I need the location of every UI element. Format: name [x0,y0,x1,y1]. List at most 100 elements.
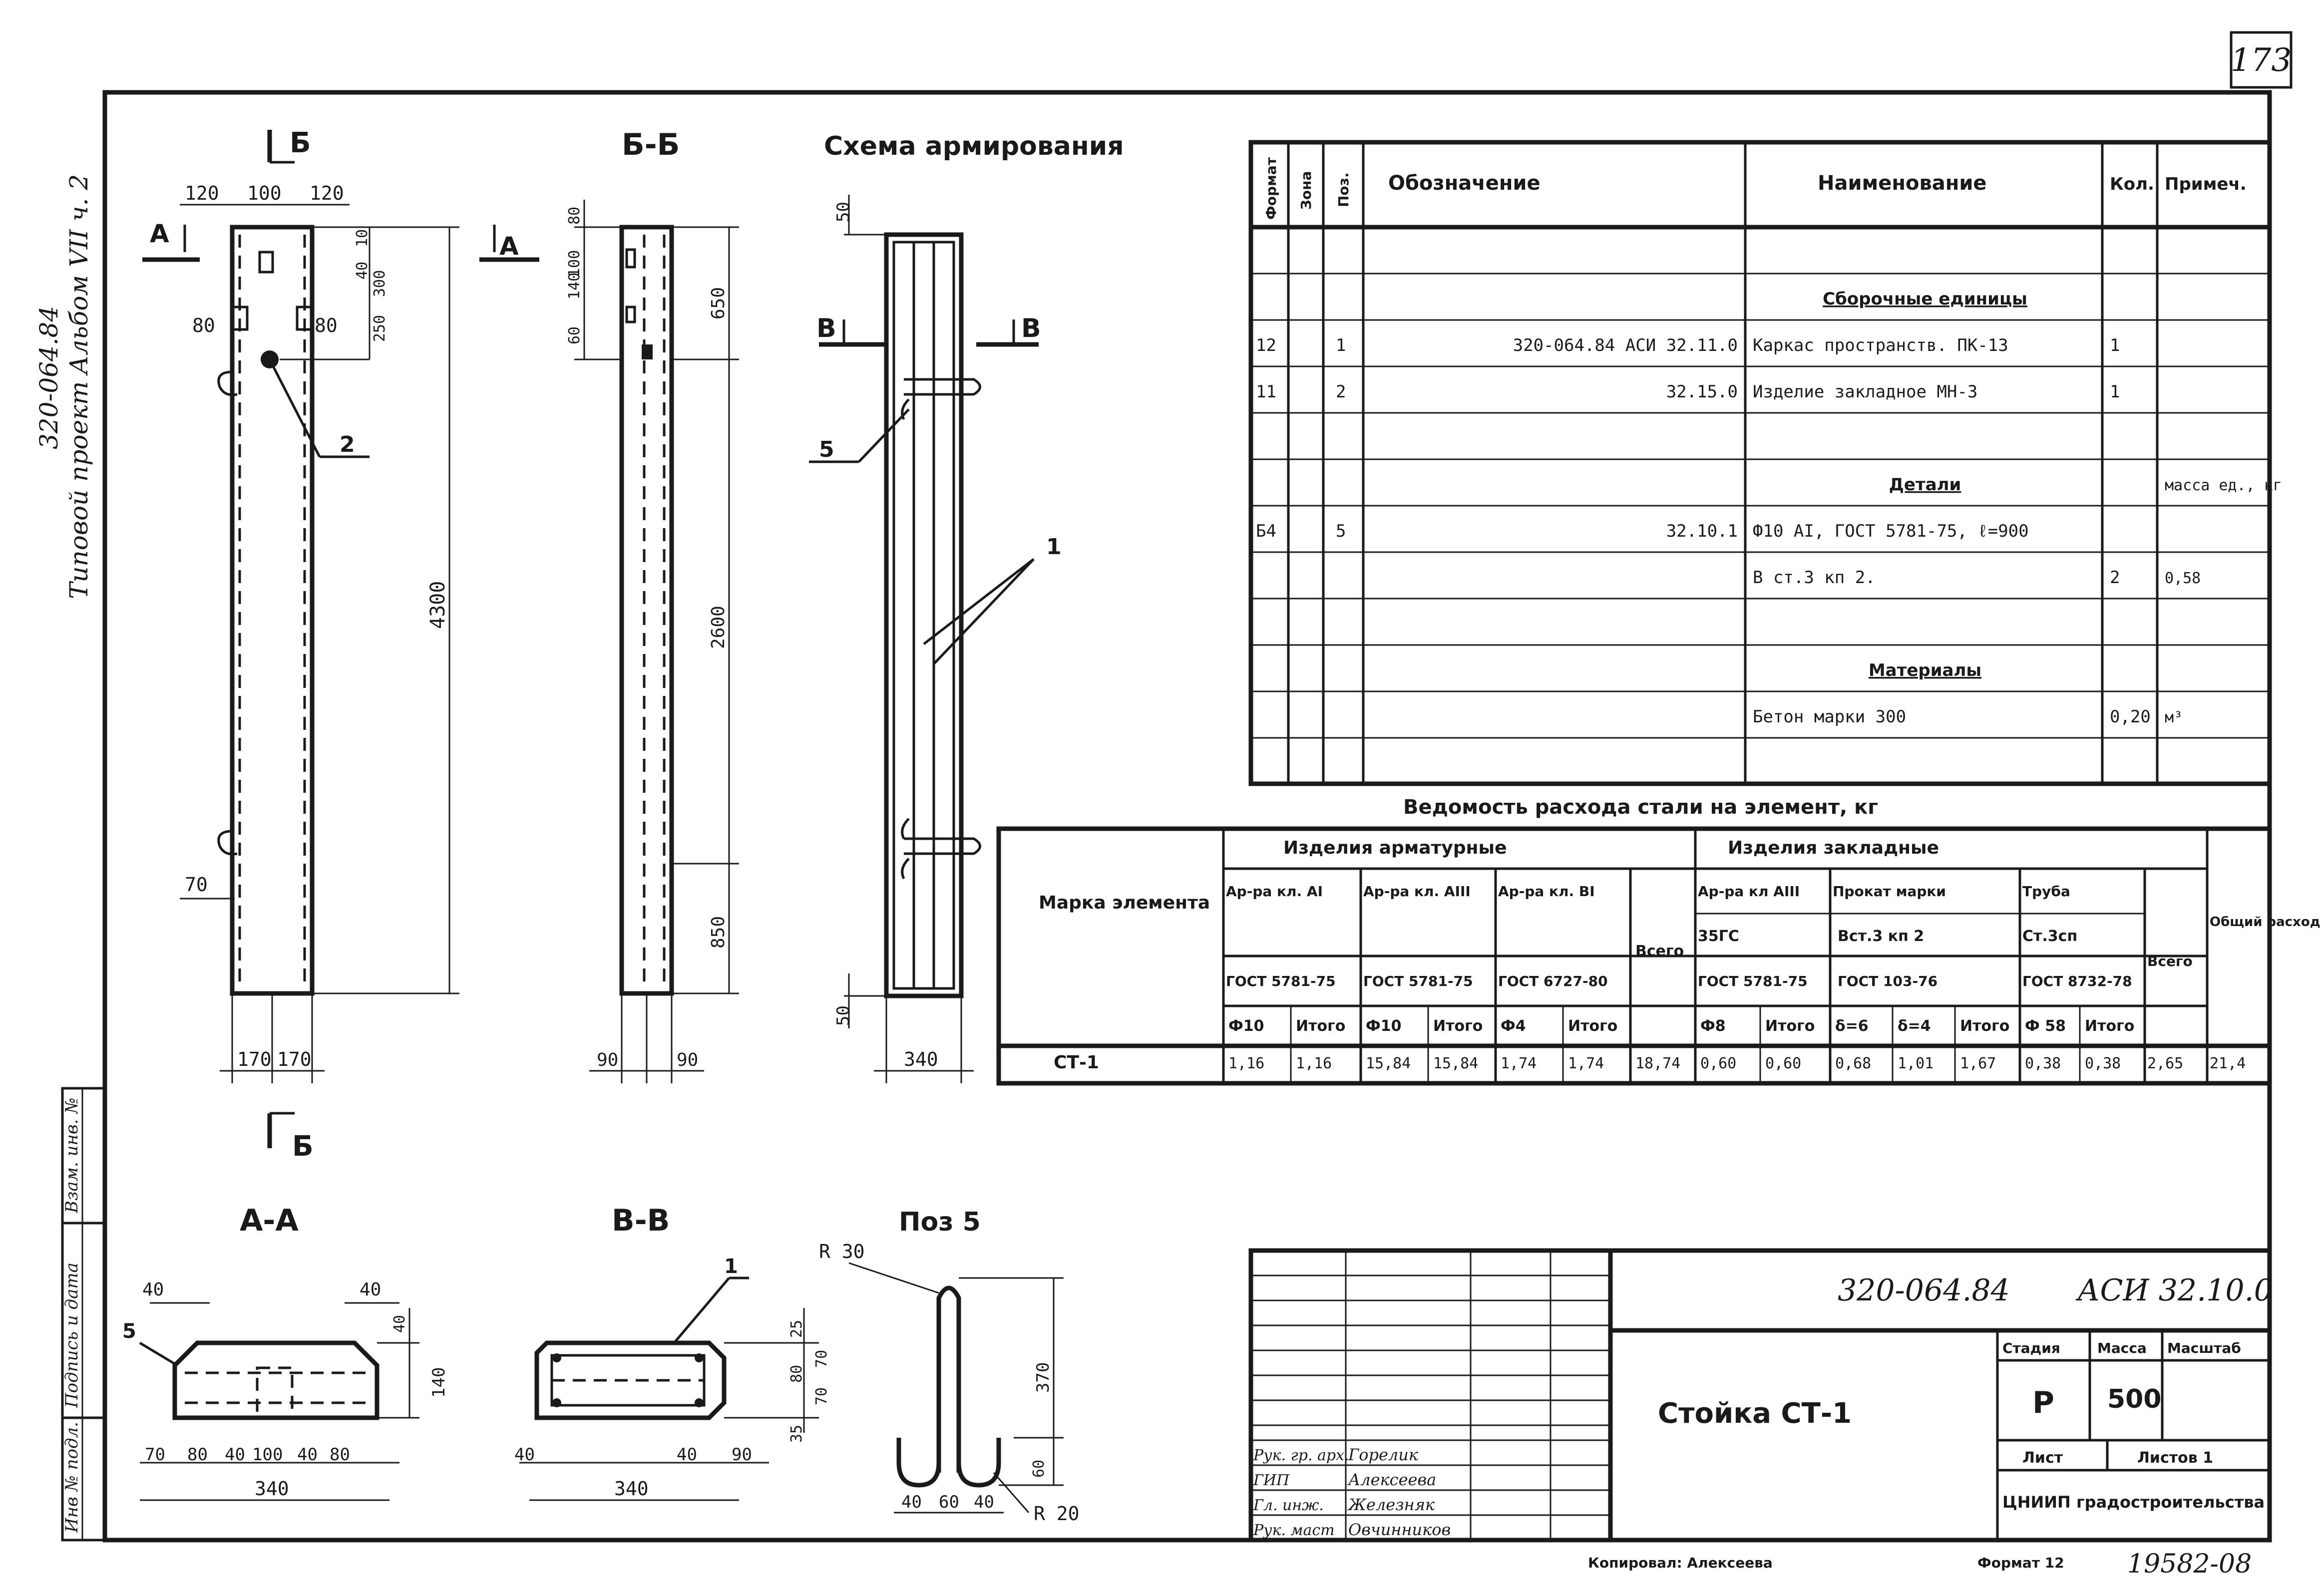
page-number-box [2230,31,2293,89]
svg-text:ГОСТ 5781-75: ГОСТ 5781-75 [1226,973,1336,989]
svg-text:Ар-ра кл. ВI: Ар-ра кл. ВI [1498,883,1595,900]
svg-text:80: 80 [192,315,215,336]
svg-text:40: 40 [360,1279,381,1300]
spec-cell-name: Бетон марки 300 [1753,707,1906,727]
spec-cell-name: Детали [1889,475,1961,495]
section-bb-title: Б-Б [622,127,680,162]
svg-text:Наименование: Наименование [1818,172,1987,195]
svg-text:90: 90 [677,1050,698,1070]
svg-text:Поз.: Поз. [1335,172,1352,207]
svg-text:Изделия закладные: Изделия закладные [1728,838,1939,858]
svg-text:340: 340 [255,1478,289,1500]
svg-text:70: 70 [813,1387,830,1405]
svg-text:Зона: Зона [1298,171,1314,210]
tb-person: Овчинников [1348,1520,1451,1539]
tb-role: ГИП [1253,1472,1290,1489]
svg-text:2600: 2600 [708,606,729,649]
spec-cell-pos: 2 [1336,382,1346,402]
steel-col-header: δ=4 [1898,1017,1931,1035]
callout-5: 5 [819,437,834,462]
svg-text:50: 50 [833,1005,853,1026]
steel-col-header: Ф10 [1366,1017,1402,1035]
spec-cell-name: Ф10 АI, ГОСТ 5781-75, ℓ=900 [1753,521,2029,541]
steel-title: Ведомость расхода стали на элемент, кг [1403,796,1878,819]
svg-text:80: 80 [187,1445,208,1465]
spec-cell-qty: 0,20 [2110,707,2151,727]
steel-table: Ведомость расхода стали на элемент, кг М… [996,796,2321,1086]
svg-text:Ст.3сп: Ст.3сп [2022,928,2077,945]
svg-text:50: 50 [833,202,853,222]
svg-text:40: 40 [354,262,371,280]
svg-text:170: 170 [277,1048,312,1070]
svg-text:Кол.: Кол. [2110,174,2154,194]
svg-text:Изделия арматурные: Изделия арматурные [1283,838,1507,858]
spec-cell-name: Материалы [1869,660,1981,680]
svg-text:500: 500 [2107,1384,2162,1414]
steel-value: 15,84 [1366,1055,1411,1072]
callout-1: 1 [1046,534,1062,560]
reinforcement-title: Схема армирования [824,131,1124,161]
steel-col-header: Ф 58 [2025,1017,2066,1035]
svg-text:ГОСТ 5781-75: ГОСТ 5781-75 [1363,973,1473,989]
steel-col-header: Ф10 [1228,1017,1264,1035]
section-aa-view: А-А 40 40 5 40 140 70 80 40 100 40 80 34… [122,1203,449,1501]
svg-text:40: 40 [677,1445,697,1465]
svg-text:70: 70 [813,1350,830,1368]
svg-text:80: 80 [315,315,338,336]
svg-text:70: 70 [185,874,208,896]
callout-1-vv: 1 [724,1255,738,1278]
svg-text:80: 80 [566,207,583,225]
steel-value: 1,16 [1228,1055,1264,1072]
svg-text:ГОСТ 8732-78: ГОСТ 8732-78 [2022,973,2132,989]
svg-text:R 30: R 30 [819,1241,865,1263]
callout-5-aa: 5 [122,1320,136,1343]
left-strip: Инв № подл. Подпись и дата Взам. инв. № [61,1087,106,1542]
svg-text:Формат: Формат [1263,157,1279,220]
tb-person: Железняк [1347,1495,1435,1514]
spec-cell-name: Каркас пространств. ПК-13 [1753,335,2008,355]
svg-text:90: 90 [732,1445,752,1465]
strip-inv: Инв № подл. [62,1422,82,1533]
svg-text:140: 140 [566,273,583,300]
spec-cell-name: Изделие закладное МН-3 [1753,382,1977,402]
svg-text:80: 80 [330,1445,350,1465]
spec-cell-desig: 320-064.84 АСИ 32.11.0 [1513,335,1738,355]
svg-text:25: 25 [788,1320,805,1338]
svg-text:Общий расход: Общий расход [2210,915,2321,930]
svg-text:300: 300 [371,270,388,297]
svg-text:10: 10 [354,229,371,247]
svg-text:Ар-ра кл АIII: Ар-ра кл АIII [1698,883,1800,900]
svg-text:Листов 1: Листов 1 [2137,1449,2213,1467]
tb-doc: АСИ 32.10.0 [2075,1273,2273,1308]
svg-text:Прокат марки: Прокат марки [1833,883,1946,900]
steel-col-header: Итого [1568,1017,1617,1035]
steel-value: 1,16 [1296,1055,1332,1072]
tb-inv: 19582-08 [2127,1549,2252,1579]
svg-text:90: 90 [597,1050,618,1070]
svg-text:40: 40 [225,1445,245,1465]
steel-col-header: Ф8 [1700,1017,1726,1035]
section-bb-view: Б-Б 80 100 140 60 650 2600 850 90 90 [566,127,739,1083]
sheet-frame [102,90,2272,1543]
steel-value: 1,74 [1568,1055,1604,1072]
spec-cell-desig: 32.15.0 [1666,382,1738,402]
svg-text:70: 70 [145,1445,165,1465]
svg-text:120: 120 [310,182,344,204]
svg-text:60: 60 [566,326,583,344]
spec-cell-fmt: Б4 [1256,521,1276,541]
spec-cell-fmt: 11 [1256,382,1276,402]
steel-col-header: Ф4 [1501,1017,1526,1035]
svg-text:250: 250 [371,315,388,342]
svg-text:Масштаб: Масштаб [2167,1340,2241,1356]
strip-sign: Подпись и дата [62,1263,82,1408]
steel-value: 1,74 [1501,1055,1537,1072]
svg-text:Всего: Всего [2147,953,2193,969]
side-code-text: 320-064.84 [34,306,63,449]
tb-code: 320-064.84 [1838,1273,2010,1308]
svg-text:Примеч.: Примеч. [2165,174,2247,194]
steel-value: 1,01 [1898,1055,1934,1072]
spec-cell-desig: 32.10.1 [1666,521,1738,541]
steel-value: 21,4 [2210,1055,2246,1072]
tb-role: Рук. гр. арх. [1253,1447,1349,1464]
side-album: Альбом VII ч. 2 [64,174,93,376]
